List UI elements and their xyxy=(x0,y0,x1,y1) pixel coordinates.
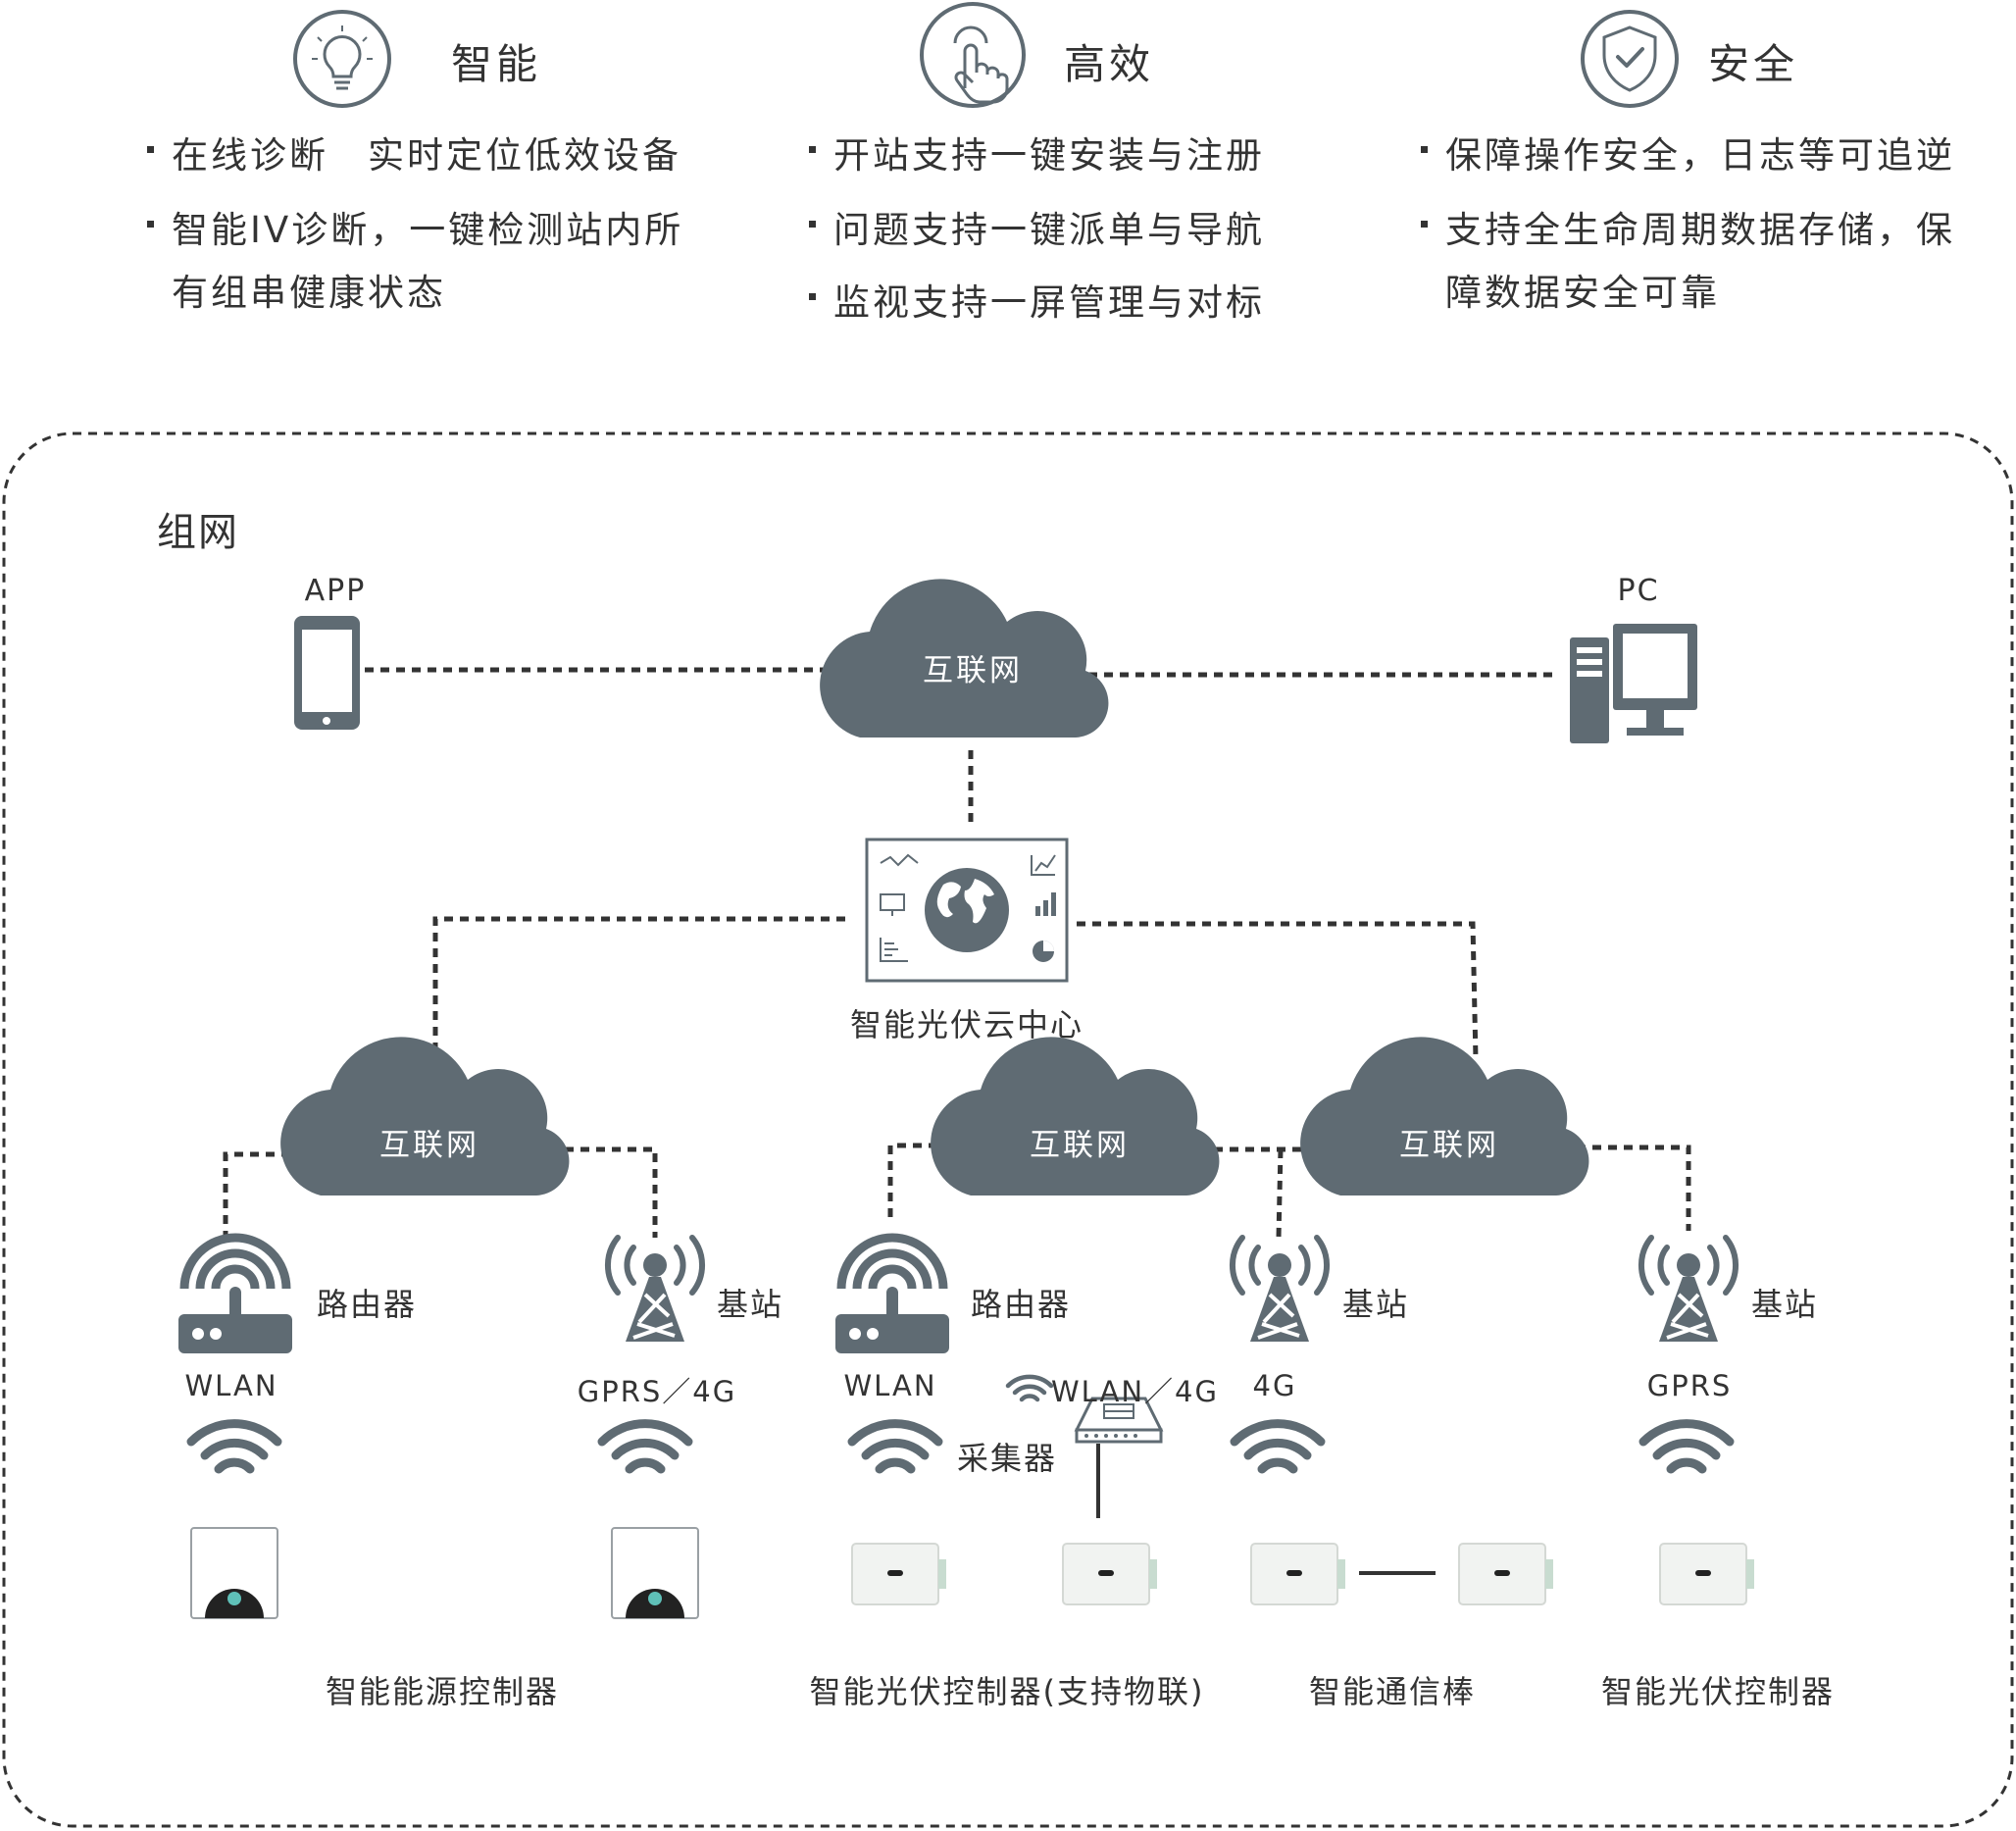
conn-label-wlan-4g: WLAN／4G xyxy=(1051,1375,1219,1408)
feature-title-efficient: 高效 xyxy=(1064,40,1155,88)
lightbulb-icon xyxy=(293,10,391,108)
feature-safe-line-2: 支持全生命周期数据存储，保 xyxy=(1421,200,1955,253)
wifi-icon-3 xyxy=(852,1424,938,1469)
base-station-icon-right xyxy=(1641,1238,1736,1342)
feature-smart-line-3: 有组串健康状态 xyxy=(172,272,446,314)
bullet-dot xyxy=(809,146,816,153)
router-label-left: 路由器 xyxy=(317,1286,418,1323)
device-label-comm-stick: 智能通信棒 xyxy=(1308,1673,1477,1710)
pv-controller-device-5 xyxy=(1659,1543,1755,1605)
cloud-label-top: 互联网 xyxy=(923,653,1023,688)
app-label: APP xyxy=(304,574,367,608)
feature-efficient-line-3: 监视支持一屏管理与对标 xyxy=(809,273,1265,326)
bullet-dot xyxy=(147,146,154,153)
cloud-label-middle: 互联网 xyxy=(1030,1128,1130,1163)
feature-title-safe: 安全 xyxy=(1708,40,1799,88)
bullet-dot xyxy=(147,221,154,228)
wifi-icon-small xyxy=(1005,1374,1054,1402)
pc-icon xyxy=(1570,624,1697,743)
conn-label-wlan-2: WLAN xyxy=(843,1369,937,1402)
bullet-dot xyxy=(1421,146,1428,153)
cloud-label-right: 互联网 xyxy=(1399,1128,1499,1163)
bullet-dot xyxy=(809,221,816,228)
cloud-center-dashboard-icon xyxy=(865,838,1069,983)
device-label-pv-controller: 智能光伏控制器 xyxy=(1600,1673,1836,1710)
energy-controller-device-2 xyxy=(611,1527,699,1619)
base-station-label-left: 基站 xyxy=(717,1286,784,1323)
dashed-connectors xyxy=(223,667,1691,1239)
touch-hand-icon xyxy=(920,2,1026,108)
pv-controller-device-3 xyxy=(1250,1543,1346,1605)
feature-icons-layer xyxy=(293,2,1679,108)
router-icon-middle xyxy=(835,1238,949,1353)
conn-label-gprs-4g: GPRS／4G xyxy=(577,1375,737,1408)
wifi-icon-1 xyxy=(191,1424,277,1469)
base-station-label-right: 基站 xyxy=(1751,1286,1819,1323)
cloud-internet-middle xyxy=(931,1037,1220,1195)
pv-controller-device-2 xyxy=(1062,1543,1158,1605)
cloud-internet-right xyxy=(1300,1037,1589,1195)
bullet-dot xyxy=(1421,221,1428,228)
bullet-dot xyxy=(809,293,816,300)
network-frame xyxy=(2,432,2014,1828)
pc-label: PC xyxy=(1617,574,1660,608)
conn-label-wlan-1: WLAN xyxy=(184,1369,278,1402)
wifi-icon-2 xyxy=(602,1424,688,1469)
feature-title-smart: 智能 xyxy=(451,40,542,88)
cloud-label-left: 互联网 xyxy=(379,1128,479,1163)
shield-check-icon xyxy=(1581,10,1679,108)
wifi-icon-5 xyxy=(1643,1424,1730,1469)
router-icon-left xyxy=(178,1238,292,1353)
energy-controller-device-1 xyxy=(190,1527,278,1619)
collector-label: 采集器 xyxy=(957,1440,1058,1477)
phone-icon xyxy=(294,616,360,730)
feature-smart-line-2: 智能IV诊断，一键检测站内所 xyxy=(147,200,683,253)
cloud-internet-left xyxy=(280,1037,570,1195)
network-title: 组网 xyxy=(157,510,239,555)
pv-controller-device-1 xyxy=(851,1543,947,1605)
feature-efficient-line-2: 问题支持一键派单与导航 xyxy=(809,200,1265,253)
feature-efficient-line-1: 开站支持一键安装与注册 xyxy=(809,126,1265,178)
feature-smart-line-1: 在线诊断 实时定位低效设备 xyxy=(147,126,681,178)
wifi-icon-4 xyxy=(1235,1424,1321,1469)
base-station-icon-middle xyxy=(1233,1238,1327,1342)
device-label-energy-controller: 智能能源控制器 xyxy=(325,1673,560,1710)
feature-safe-line-3: 障数据安全可靠 xyxy=(1445,272,1720,314)
base-station-icon-left xyxy=(608,1238,702,1342)
pv-controller-device-4 xyxy=(1458,1543,1554,1605)
feature-safe-line-1: 保障操作安全，日志等可追逆 xyxy=(1421,126,1955,178)
conn-label-4g: 4G xyxy=(1252,1369,1297,1402)
device-label-pv-controller-iot: 智能光伏控制器(支持物联) xyxy=(809,1673,1205,1710)
cloud-center-label: 智能光伏云中心 xyxy=(849,1006,1084,1043)
base-station-label-middle: 基站 xyxy=(1342,1286,1410,1323)
conn-label-gprs: GPRS xyxy=(1646,1369,1733,1402)
router-label-middle: 路由器 xyxy=(971,1286,1072,1323)
collector-icon xyxy=(1074,1397,1164,1518)
